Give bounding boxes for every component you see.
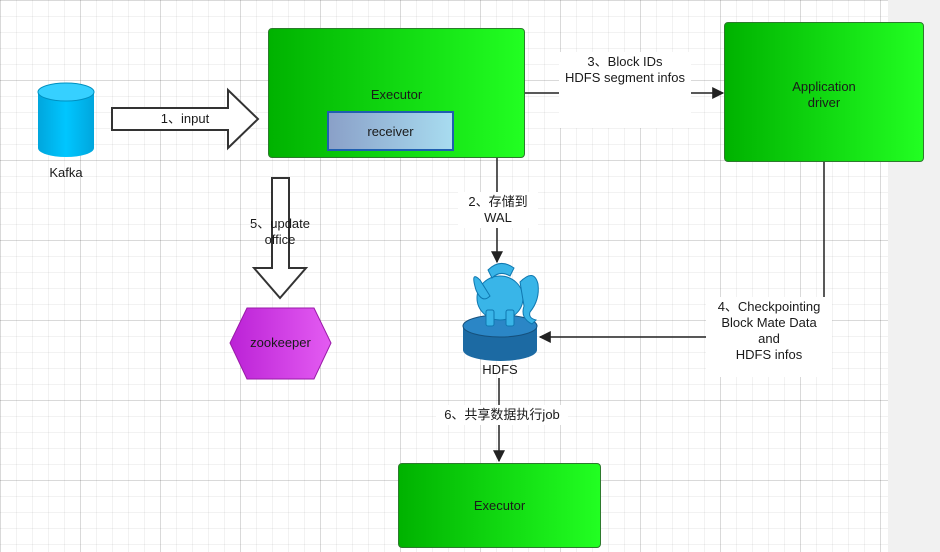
zookeeper-hexagon[interactable] <box>229 307 332 380</box>
hdfs-icon[interactable] <box>462 263 539 361</box>
application-driver-box[interactable]: Application driver <box>724 22 924 162</box>
hdfs-label: HDFS <box>482 362 518 377</box>
input-edge-label: 1、input <box>160 111 210 126</box>
executor-top-label: Executor <box>370 87 423 102</box>
block-ids-edge-label: 3、Block IDs HDFS segment infos <box>559 52 691 128</box>
zookeeper-label: zookeeper <box>250 335 311 350</box>
checkpointing-edge-label: 4、Checkpointing Block Mate Data and HDFS… <box>706 297 832 377</box>
store-wal-edge-label: 2、存储到 WAL <box>458 192 538 228</box>
update-offset-edge-label: 5、update office <box>250 216 310 247</box>
elephant-icon <box>473 263 539 327</box>
executor-bottom-label: Executor <box>473 498 526 513</box>
kafka-cylinder-icon[interactable] <box>37 82 95 157</box>
receiver-box[interactable]: receiver <box>327 111 454 151</box>
update-offset-arrow <box>251 177 309 300</box>
kafka-label: Kafka <box>49 165 83 180</box>
receiver-label: receiver <box>367 123 414 139</box>
application-driver-label: Application driver <box>792 79 856 110</box>
share-data-edge-label: 6、共享数据执行job <box>436 405 568 425</box>
input-arrow <box>111 87 260 151</box>
executor-box-bottom[interactable]: Executor <box>398 463 601 548</box>
